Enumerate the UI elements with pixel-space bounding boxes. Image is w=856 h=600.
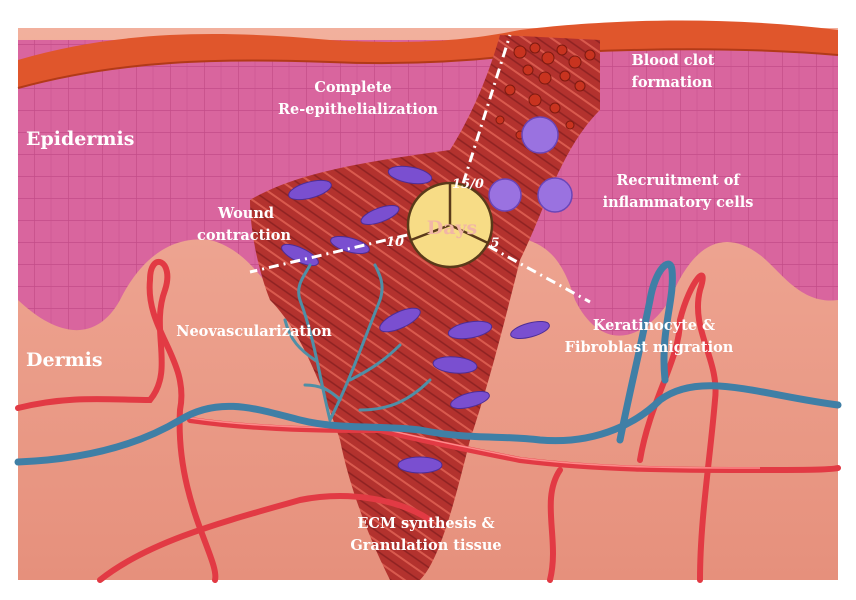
label-keratinocyte-1: Keratinocyte &	[593, 317, 715, 334]
clock-mark-top: 15/0	[452, 177, 484, 192]
label-dermis: Dermis	[26, 349, 103, 371]
label-wound-2: contraction	[197, 227, 291, 244]
label-ecm-1: ECM synthesis &	[357, 515, 494, 532]
label-neovascularization: Neovascularization	[176, 323, 332, 340]
label-recruit-2: inflammatory cells	[603, 194, 754, 211]
label-wound-1: Wound	[217, 205, 274, 222]
label-keratinocyte-2: Fibroblast migration	[565, 339, 734, 356]
label-complete-1: Complete	[314, 79, 391, 96]
clock-title: Days	[427, 217, 478, 239]
label-blood-2: formation	[632, 74, 713, 91]
label-ecm-2: Granulation tissue	[350, 537, 501, 554]
label-epidermis: Epidermis	[26, 128, 134, 150]
label-blood-1: Blood clot	[632, 52, 715, 69]
clock-mark-right: 5	[490, 236, 499, 251]
clock-mark-left: 10	[386, 235, 404, 250]
label-complete-2: Re-epithelialization	[278, 101, 439, 118]
label-recruit-1: Recruitment of	[616, 172, 741, 189]
